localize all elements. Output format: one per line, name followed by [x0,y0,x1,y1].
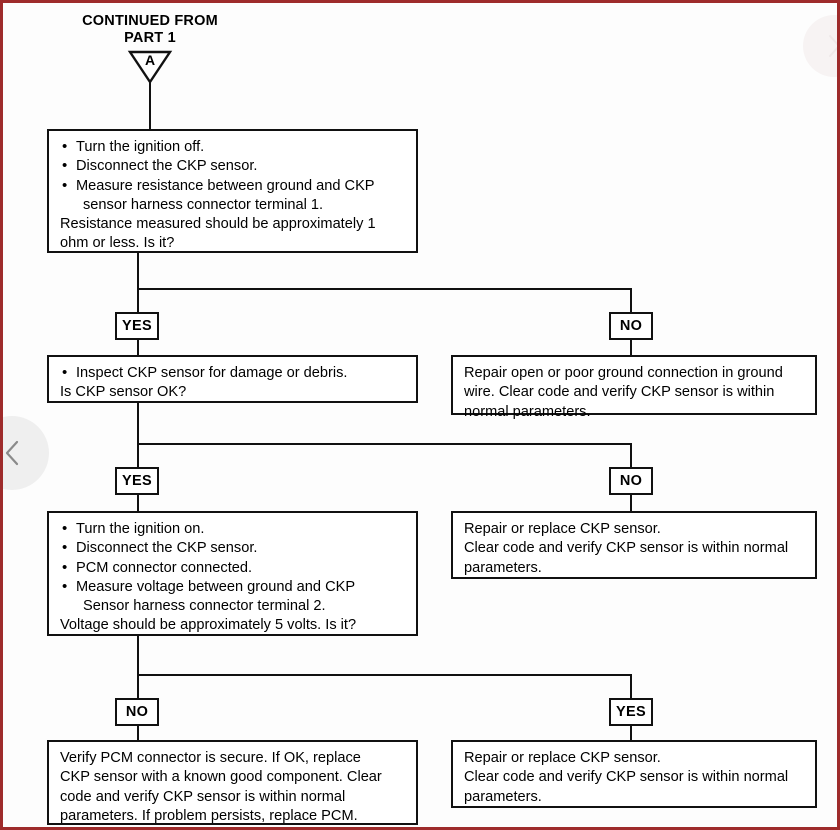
list-item: Measure resistance between ground and CK… [60,176,406,216]
step2-box: Inspect CKP sensor for damage or debris.… [47,355,418,403]
step1-question-line2: ohm or less. Is it? [60,235,175,252]
outcome4-box: Repair or replace CKP sensor. Clear code… [451,740,817,808]
line-step2-branch-horizontal [137,443,632,445]
step3-bullet-list: Turn the ignition on. Disconnect the CKP… [60,519,406,617]
step3-bullet-1: Turn the ignition on. [76,521,205,537]
connector-a-label: A [144,52,156,68]
outcome4-line2: Clear code and verify CKP sensor is with… [464,769,789,786]
step2-question: Is CKP sensor OK? [60,384,187,401]
step3-question: Voltage should be approximately 5 volts.… [60,617,357,634]
line-step3-to-yes [630,674,632,699]
list-item: Disconnect the CKP sensor. [60,538,406,558]
outcome1-line3: normal parameters. [464,403,591,420]
line-step3-branch-horizontal [137,674,632,676]
step1-bullet-2: Disconnect the CKP sensor. [76,158,258,175]
triangle-icon [127,50,173,85]
outcome1-line1: Repair open or poor ground connection in… [464,365,783,381]
step1-bullet-1: Turn the ignition off. [76,139,205,155]
list-item: Inspect CKP sensor for damage or debris. [60,363,406,383]
line-yes-to-step2 [137,340,139,356]
outcome4-line1: Repair or replace CKP sensor. [464,750,661,766]
outcome2-line3: parameters. [464,559,542,576]
outcome3-line4: parameters. If problem persists, replace… [60,807,358,824]
line-step3-stem [137,636,139,676]
outcome1-box: Repair open or poor ground connection in… [451,355,817,420]
outcome2-line2: Clear code and verify CKP sensor is with… [464,540,789,557]
line-connector-to-step1 [149,81,151,129]
step1-box: Turn the ignition off. Disconnect the CK… [47,129,418,253]
line-step3-to-no [137,674,139,699]
step3-box: Turn the ignition on. Disconnect the CKP… [47,511,418,636]
outcome3-box: Verify PCM connector is secure. If OK, r… [47,740,418,825]
list-item: Turn the ignition on. [60,519,406,539]
line-step1-stem [137,253,139,290]
line-step2-to-yes [137,443,139,468]
outcome4-line3: parameters. [464,788,542,805]
branch-tag-row1-right: NO [609,312,653,340]
outcome3-line2: CKP sensor with a known good component. … [60,769,382,786]
line-no-to-outcome1 [630,340,632,356]
line-yes-to-outcome4 [630,726,632,741]
list-item: Turn the ignition off. [60,137,406,157]
step1-bullet-3-cont: sensor harness connector terminal 1. [83,196,324,213]
step3-bullet-2: Disconnect the CKP sensor. [76,540,258,557]
list-item: Disconnect the CKP sensor. [60,156,406,176]
line-step1-to-no [630,288,632,313]
line-step2-stem [137,403,139,445]
branch-tag-row2-left: YES [115,467,159,495]
branch-tag-row2-right: NO [609,467,653,495]
step2-bullet-1: Inspect CKP sensor for damage or debris. [76,365,348,381]
line-no-to-outcome3 [137,726,139,741]
step3-bullet-3: PCM connector connected. [76,559,253,576]
branch-tag-row3-right: YES [609,698,653,726]
step3-bullet-4: Measure voltage between ground and CKP [76,578,356,595]
list-item: Measure voltage between ground and CKP S… [60,577,406,617]
step2-bullet-list: Inspect CKP sensor for damage or debris. [60,363,406,383]
step3-bullet-4-cont: Sensor harness connector terminal 2. [83,598,326,614]
line-no-to-outcome2 [630,495,632,511]
outcome2-line1: Repair or replace CKP sensor. [464,521,661,537]
outcome2-box: Repair or replace CKP sensor. Clear code… [451,511,817,579]
step1-question-line1: Resistance measured should be approximat… [60,216,376,232]
chevron-left-icon [5,440,19,466]
outcome1-line2: wire. Clear code and verify CKP sensor i… [464,384,775,401]
line-yes-to-step3 [137,495,139,511]
chevron-right-icon [829,35,837,57]
step1-bullet-list: Turn the ignition off. Disconnect the CK… [60,137,406,216]
branch-tag-row1-left: YES [115,312,159,340]
page-title: CONTINUED FROM PART 1 [82,13,218,47]
flowchart-canvas: CONTINUED FROM PART 1 A Turn the ignitio… [3,3,837,827]
branch-tag-row3-left: NO [115,698,159,726]
list-item: PCM connector connected. [60,557,406,578]
outcome3-line1: Verify PCM connector is secure. If OK, r… [60,750,361,766]
line-step1-to-yes [137,288,139,313]
outcome3-line3: code and verify CKP sensor is within nor… [60,788,346,805]
line-step1-branch-horizontal [137,288,632,290]
connector-a-triangle: A [127,49,173,85]
line-step2-to-no [630,443,632,468]
step1-bullet-3: Measure resistance between ground and CK… [76,177,375,194]
